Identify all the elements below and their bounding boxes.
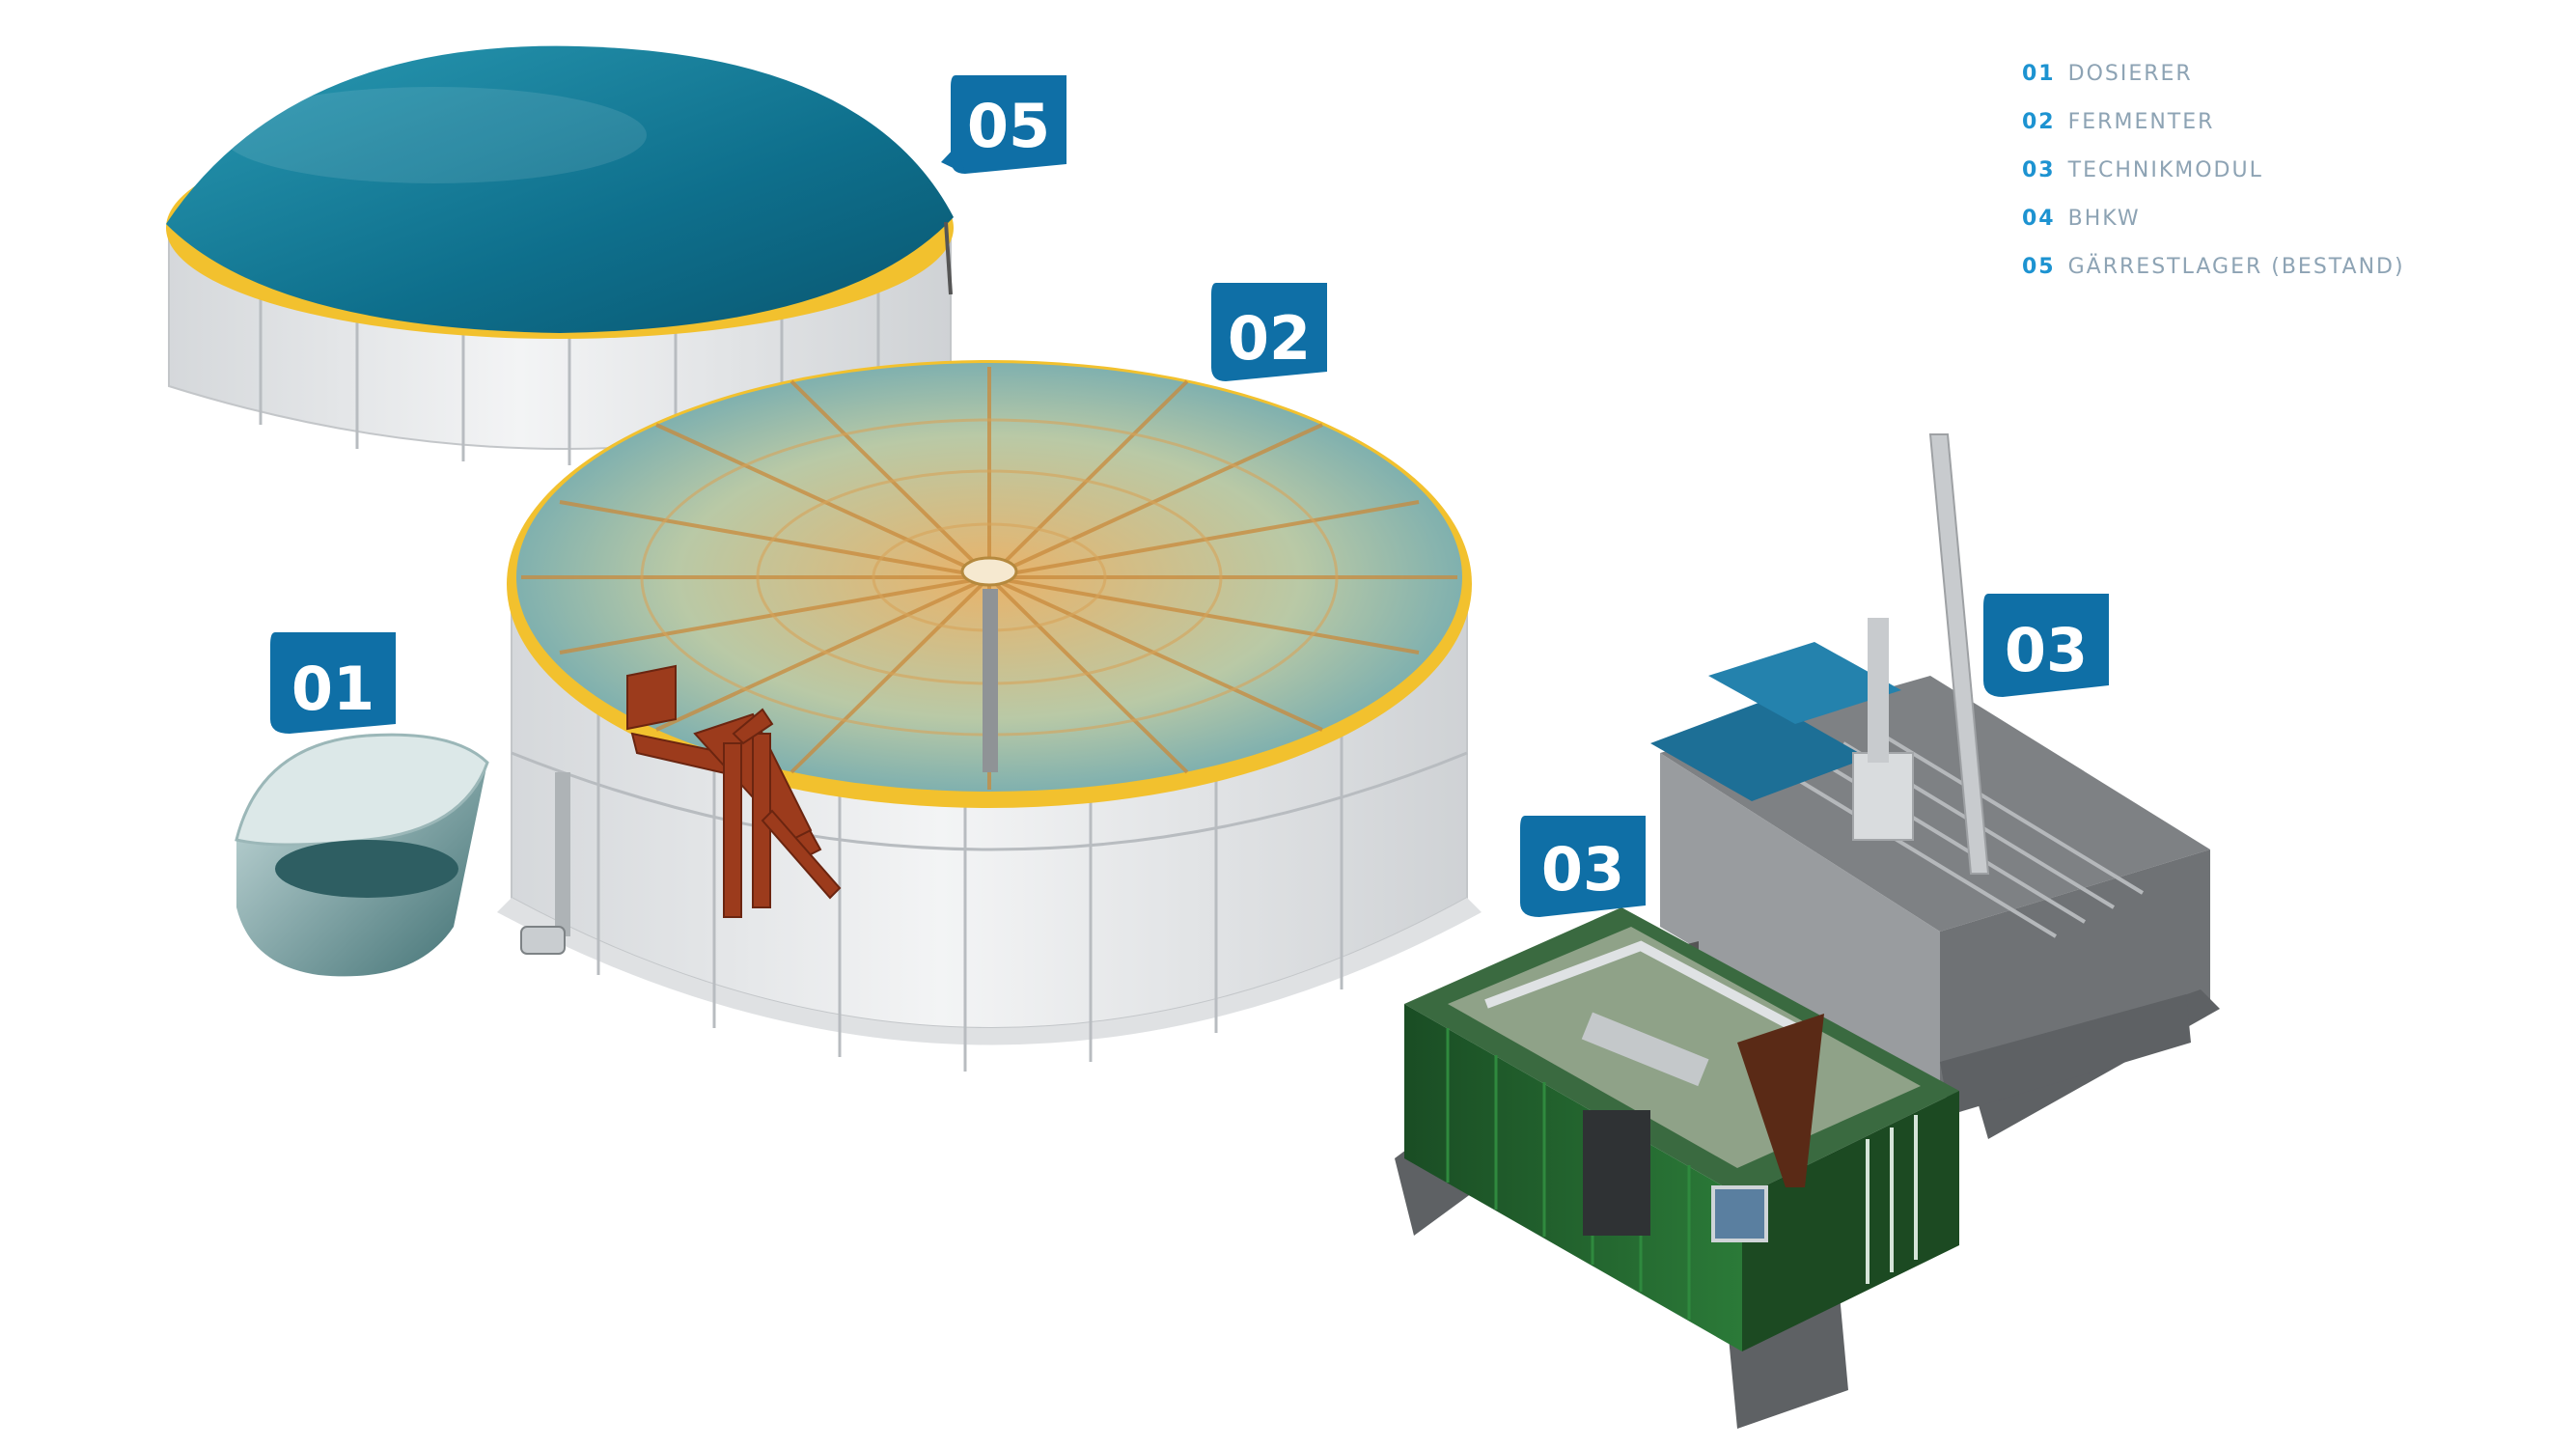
tank-fermenter bbox=[497, 360, 1482, 1072]
callout-technikmodul: 03 bbox=[1520, 816, 1646, 917]
legend-num: 01 bbox=[2022, 62, 2056, 86]
callout-dosierer: 01 bbox=[270, 632, 396, 734]
legend-label: BHKW bbox=[2067, 207, 2141, 231]
legend-num: 02 bbox=[2022, 110, 2056, 134]
legend-item-gaerrestlager: 05 GÄRRESTLAGER (BESTAND) bbox=[2022, 251, 2405, 299]
callout-label-03-bhkw: 03 bbox=[2005, 615, 2088, 685]
engine-block-bhkw bbox=[1650, 433, 2220, 1139]
callout-label-05: 05 bbox=[967, 91, 1050, 161]
legend-item-fermenter: 02 FERMENTER bbox=[2022, 106, 2405, 154]
legend-label: FERMENTER bbox=[2067, 110, 2215, 134]
legend-item-dosierer: 01 DOSIERER bbox=[2022, 58, 2405, 106]
callout-label-02: 02 bbox=[1228, 303, 1311, 374]
legend: 01 DOSIERER 02 FERMENTER 03 TECHNIKMODUL… bbox=[2022, 58, 2405, 299]
tub-dosierer bbox=[235, 733, 489, 977]
legend-num: 03 bbox=[2022, 158, 2056, 182]
legend-label: GÄRRESTLAGER (BESTAND) bbox=[2067, 255, 2405, 279]
storage-tank-gaerrestlager bbox=[166, 45, 954, 465]
legend-item-bhkw: 04 BHKW bbox=[2022, 203, 2405, 251]
callout-fermenter: 02 bbox=[1211, 283, 1327, 381]
legend-num: 05 bbox=[2022, 255, 2056, 279]
callout-gaerrestlager: 05 bbox=[941, 75, 1066, 174]
callout-bhkw: 03 bbox=[1983, 594, 2109, 697]
container-technikmodul bbox=[1395, 907, 1959, 1429]
legend-label: TECHNIKMODUL bbox=[2067, 158, 2263, 182]
callout-label-03-technikmodul: 03 bbox=[1541, 834, 1624, 905]
legend-num: 04 bbox=[2022, 207, 2056, 231]
legend-label: DOSIERER bbox=[2067, 62, 2193, 86]
legend-item-technikmodul: 03 TECHNIKMODUL bbox=[2022, 154, 2405, 203]
callout-label-01: 01 bbox=[291, 654, 374, 724]
